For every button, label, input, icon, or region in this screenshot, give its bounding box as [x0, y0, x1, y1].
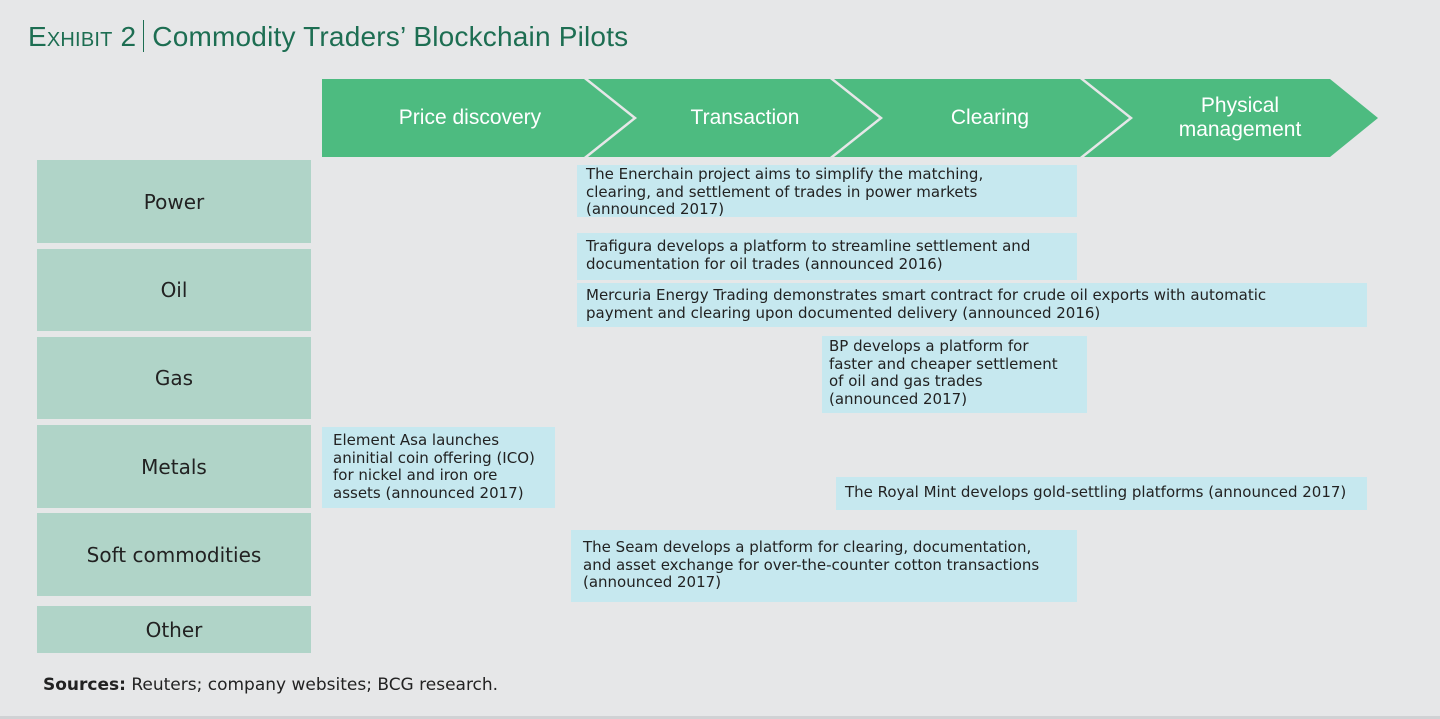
pilot-mercuria: Mercuria Energy Trading demonstrates sma…: [577, 283, 1367, 327]
row-header-power: Power: [37, 160, 311, 243]
exhibit-title: Exhibit 2 Commodity Traders’ Blockchain P…: [28, 20, 628, 53]
pilot-enerchain: The Enerchain project aims to simplify t…: [577, 165, 1077, 218]
value-chain-band: [322, 79, 1378, 157]
row-header-other: Other: [37, 606, 311, 653]
exhibit-title-text: Commodity Traders’ Blockchain Pilots: [152, 21, 629, 52]
pilot-trafigura: Trafigura develops a platform to streaml…: [577, 233, 1077, 280]
pilot-the-seam: The Seam develops a platform for clearin…: [571, 530, 1077, 602]
row-header-oil: Oil: [37, 249, 311, 331]
title-divider: [143, 20, 145, 52]
sources-label: Sources:: [43, 675, 126, 695]
stage-label-price-discovery: Price discovery: [398, 106, 542, 129]
pilot-bp: BP develops a platform for faster and ch…: [822, 336, 1087, 413]
stage-chevron-clearing: [834, 79, 1129, 157]
pilot-element-asa: Element Asa launches aninitial coin offe…: [322, 427, 555, 508]
bottom-rule: [0, 716, 1440, 719]
stage-label-transaction: Transaction: [690, 106, 800, 129]
pilot-royal-mint: The Royal Mint develops gold-settling pl…: [836, 477, 1367, 510]
row-header-gas: Gas: [37, 337, 311, 419]
stage-label-clearing: Clearing: [950, 106, 1030, 129]
stage-label-physical-management: Physical management: [1178, 94, 1302, 141]
row-header-soft-commodities: Soft commodities: [37, 513, 311, 596]
stage-chevron-transaction: [588, 79, 879, 157]
sources-note: Sources: Reuters; company websites; BCG …: [43, 675, 498, 695]
row-header-metals: Metals: [37, 425, 311, 508]
exhibit-number: Exhibit 2: [28, 21, 137, 52]
stage-chevron-physical-management: [1084, 79, 1378, 157]
sources-text: Reuters; company websites; BCG research.: [125, 675, 499, 695]
stage-chevron-price-discovery: [322, 79, 633, 157]
